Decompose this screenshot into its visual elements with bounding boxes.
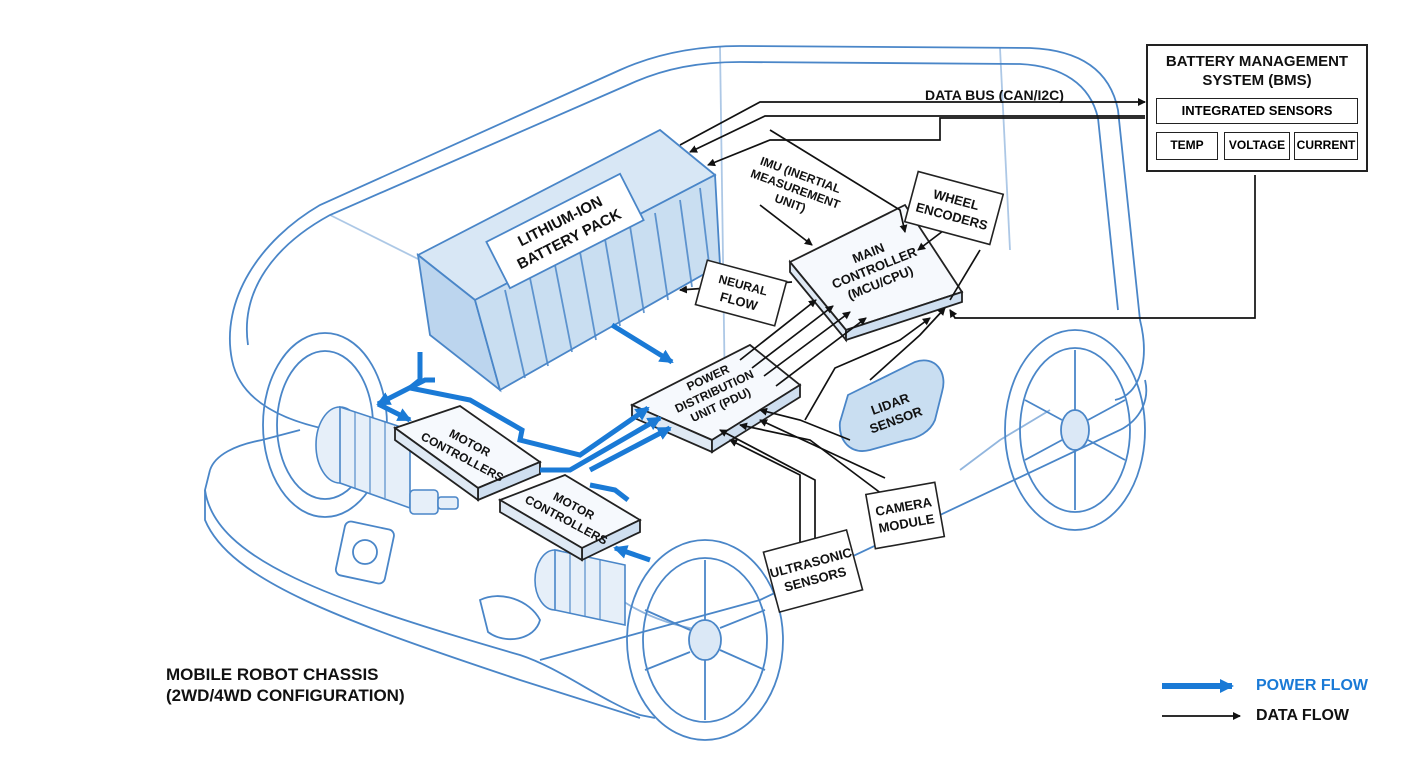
front-motor xyxy=(534,549,626,626)
legend-power-label: POWER FLOW xyxy=(1256,677,1368,694)
bms-title-line1: BATTERY MANAGEMENT xyxy=(1165,53,1349,70)
bms-integrated-sensors: INTEGRATED SENSORS xyxy=(1156,98,1358,124)
label-boxes xyxy=(694,170,1005,614)
front-right-wheel xyxy=(1004,329,1146,531)
power-flow-lines xyxy=(376,322,674,563)
rear-motor xyxy=(315,405,459,515)
legend-data-label: DATA FLOW xyxy=(1256,707,1350,724)
front-left-wheel xyxy=(626,539,784,741)
wheel-encoders-box xyxy=(903,170,1005,246)
motor-controllers-left-box xyxy=(393,405,542,502)
imu-label: IMU (INERTIAL MEASUREMENT UNIT) xyxy=(749,154,843,215)
chassis-caption: MOBILE ROBOT CHASSIS (2WD/4WD CONFIGURAT… xyxy=(166,664,405,706)
bms-current-cell: CURRENT xyxy=(1294,132,1358,160)
neural-flow-box xyxy=(694,259,788,327)
bms-temp-cell: TEMP xyxy=(1156,132,1218,160)
bms-panel: BATTERY MANAGEMENT SYSTEM (BMS) INTEGRAT… xyxy=(1146,44,1368,172)
chassis-caption-line2: (2WD/4WD CONFIGURATION) xyxy=(166,686,405,705)
data-bus-label: DATA BUS (CAN/I2C) xyxy=(925,87,1064,103)
lidar-sensor-body xyxy=(838,359,945,452)
main-controller-board xyxy=(788,203,964,343)
bms-voltage-cell: VOLTAGE xyxy=(1224,132,1290,160)
camera-module-box xyxy=(864,481,946,550)
ultrasonic-box xyxy=(762,528,864,614)
chassis-caption-line1: MOBILE ROBOT CHASSIS xyxy=(166,665,379,684)
bms-title-line2: SYSTEM (BMS) xyxy=(1202,72,1312,89)
battery-pack xyxy=(416,128,721,393)
motor-controllers-right-box xyxy=(497,474,642,562)
pdu-board xyxy=(629,343,802,454)
data-flow-lines xyxy=(679,98,1256,555)
